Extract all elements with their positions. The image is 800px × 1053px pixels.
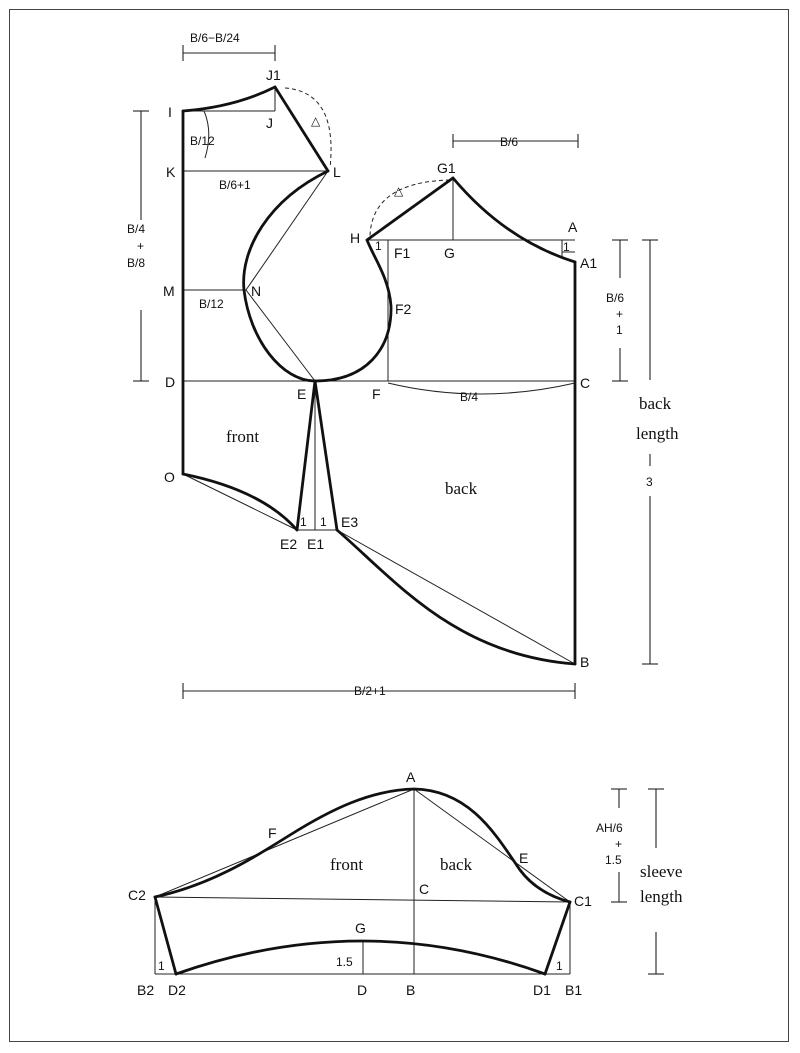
neck-depth-label: B/12 xyxy=(190,134,215,148)
point-J: J xyxy=(266,115,273,131)
point-C: C xyxy=(580,375,590,391)
sleeve-point-B1: B1 xyxy=(565,982,582,998)
cap-height-line2: + xyxy=(615,837,622,851)
bottom-width-label: B/2+1 xyxy=(354,684,386,698)
a-one: 1 xyxy=(563,240,570,254)
point-E2: E2 xyxy=(280,536,297,552)
point-K: K xyxy=(166,164,176,180)
sleeve-point-C1: C1 xyxy=(574,893,592,909)
armhole-line2: + xyxy=(616,307,623,321)
back-neck-label: B/6 xyxy=(500,135,518,149)
point-H: H xyxy=(350,230,360,246)
sleeve-length-line2: length xyxy=(640,887,683,906)
sleeve-dimension-lines xyxy=(611,788,664,975)
sleeve-point-B2: B2 xyxy=(137,982,154,998)
point-L: L xyxy=(333,164,341,180)
sleeve-point-D2: D2 xyxy=(168,982,186,998)
point-M: M xyxy=(163,283,175,299)
h-one: 1 xyxy=(375,239,382,253)
sleeve-point-B: B xyxy=(406,982,415,998)
left-vertical-line1: B/4 xyxy=(127,222,145,236)
triangle-symbol: △ xyxy=(311,114,321,128)
sleeve-point-G: G xyxy=(355,920,366,936)
sleeve-back-word: back xyxy=(440,855,473,874)
sleeve-point-D1: D1 xyxy=(533,982,551,998)
point-D: D xyxy=(165,374,175,390)
bodice-construction-lines xyxy=(182,87,576,665)
bodice-labels: B/6−B/24 I J1 J △ B/12 K B/6+1 L B/4 + B… xyxy=(127,31,679,698)
kl-label: B/6+1 xyxy=(219,178,251,192)
fc-label: B/4 xyxy=(460,390,478,404)
point-F2: F2 xyxy=(395,301,412,317)
bodice-dimension-lines xyxy=(133,45,658,699)
right-one: 1 xyxy=(556,959,563,973)
back-word: back xyxy=(445,479,478,498)
point-F: F xyxy=(372,386,381,402)
sleeve-point-F: F xyxy=(268,825,277,841)
g-depth-label: 1.5 xyxy=(336,955,353,969)
point-N: N xyxy=(251,283,261,299)
dart-one-right: 1 xyxy=(320,515,327,529)
armhole-line1: B/6 xyxy=(606,291,624,305)
point-J1: J1 xyxy=(266,67,281,83)
point-G: G xyxy=(444,245,455,261)
point-F1: F1 xyxy=(394,245,411,261)
sleeve-front-word: front xyxy=(330,855,363,874)
left-vertical-line2: + xyxy=(137,239,144,253)
point-A1: A1 xyxy=(580,255,597,271)
point-G1: G1 xyxy=(437,160,456,176)
front-word: front xyxy=(226,427,259,446)
neck-width-label: B/6−B/24 xyxy=(190,31,240,45)
sleeve-point-C: C xyxy=(419,881,429,897)
bodice-outline xyxy=(181,85,577,666)
back-length-line2: length xyxy=(636,424,679,443)
sleeve-length-line1: sleeve xyxy=(640,862,682,881)
sleeve-labels: A F E front back C C2 C1 G 1.5 1 1 B2 D2… xyxy=(128,769,683,998)
left-one: 1 xyxy=(158,959,165,973)
point-E: E xyxy=(297,386,306,402)
point-B: B xyxy=(580,654,589,670)
point-I: I xyxy=(168,104,172,120)
back-length-line3: 3 xyxy=(646,475,653,489)
sleeve-point-A: A xyxy=(406,769,416,785)
dart-one-left: 1 xyxy=(300,515,307,529)
back-length-line1: back xyxy=(639,394,672,413)
sleeve-point-E: E xyxy=(519,850,528,866)
point-A: A xyxy=(568,219,578,235)
left-vertical-line3: B/8 xyxy=(127,256,145,270)
armhole-line3: 1 xyxy=(616,323,623,337)
sleeve-point-C2: C2 xyxy=(128,887,146,903)
point-E3: E3 xyxy=(341,514,358,530)
sleeve-outline xyxy=(153,787,572,976)
sleeve-point-D: D xyxy=(357,982,367,998)
sleeve-construction-lines xyxy=(154,788,571,975)
mn-label: B/12 xyxy=(199,297,224,311)
cap-height-line1: AH/6 xyxy=(596,821,623,835)
diagram-frame xyxy=(9,9,789,1042)
triangle-symbol-2: △ xyxy=(394,184,404,198)
point-O: O xyxy=(164,469,175,485)
point-E1: E1 xyxy=(307,536,324,552)
cap-height-line3: 1.5 xyxy=(605,853,622,867)
